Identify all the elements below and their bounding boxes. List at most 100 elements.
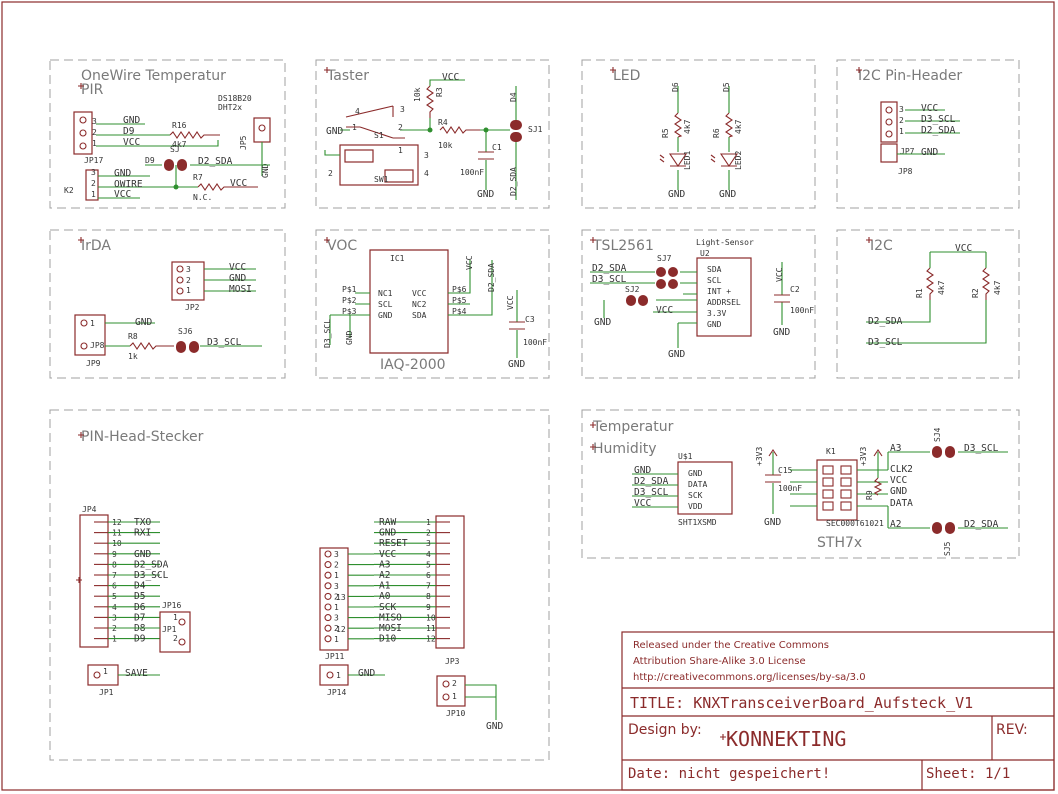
jp3-net-label: MOSI: [379, 623, 402, 634]
svg-text:SJ1: SJ1: [528, 125, 543, 134]
svg-text:10k: 10k: [438, 141, 453, 150]
svg-text:DATA: DATA: [688, 480, 707, 489]
svg-text:3: 3: [91, 168, 96, 177]
title-block: Released under the Creative Commons Attr…: [621, 631, 1055, 791]
jp11-pad: [324, 561, 332, 569]
svg-text:N.C.: N.C.: [193, 193, 212, 202]
svg-text:VCC: VCC: [229, 262, 246, 273]
svg-text:VCC: VCC: [412, 289, 427, 298]
svg-text:D9: D9: [123, 126, 135, 137]
svg-text:SCL: SCL: [378, 300, 393, 309]
svg-text:GND: GND: [921, 147, 938, 158]
svg-text:+3V3: +3V3: [859, 447, 868, 466]
drawing-title: TITLE: KNXTransceiverBoard_Aufsteck_V1: [630, 694, 973, 712]
irda-circuit: 3 2 1 VCC GND MOSI JP2 1 JP8 GND R8 1k S…: [74, 261, 262, 368]
svg-text:NC1: NC1: [378, 289, 393, 298]
svg-text:P$5: P$5: [452, 296, 467, 305]
svg-text:D2_SDA: D2_SDA: [198, 156, 233, 167]
license-line-1: Released under the Creative Commons: [633, 640, 829, 651]
jp9-connector: [74, 314, 106, 356]
jp4-net-label: GND: [134, 549, 151, 560]
svg-text:C2: C2: [790, 285, 800, 294]
jp3-pin-number: 10: [426, 613, 436, 622]
svg-text:GND: GND: [764, 517, 781, 528]
svg-text:3: 3: [424, 151, 429, 160]
svg-text:3: 3: [899, 105, 904, 114]
svg-text:GND: GND: [594, 317, 611, 328]
svg-text:D6: D6: [671, 82, 680, 92]
svg-text:D3_SCL: D3_SCL: [921, 114, 956, 125]
jp11-pad: [324, 571, 332, 579]
svg-text:4: 4: [355, 107, 360, 116]
svg-text:1: 1: [452, 692, 457, 701]
svg-text:1: 1: [186, 286, 191, 295]
svg-text:VCC: VCC: [114, 189, 131, 200]
voc-circuit: IC1 NC1 SCL GND VCC NC2 SDA P$1 P$2 P$3 …: [323, 249, 547, 370]
svg-text:SDA: SDA: [707, 265, 722, 274]
svg-text:NC2: NC2: [412, 300, 427, 309]
svg-text:1: 1: [336, 671, 341, 680]
k1-pad: [822, 477, 834, 487]
jp3-pin-number: 1: [426, 518, 431, 527]
svg-text:13: 13: [336, 593, 346, 602]
svg-text:VCC: VCC: [123, 137, 140, 148]
design-by-label: Design by:: [628, 722, 702, 738]
svg-text:SDA: SDA: [412, 311, 427, 320]
section-taster-box: [315, 59, 550, 209]
jp5-connector: [253, 117, 271, 143]
jp4-net-label: D5: [134, 591, 145, 602]
jp11-pad: [324, 624, 332, 632]
jp4-net-label: D3_SCL: [134, 570, 169, 581]
svg-text:VCC: VCC: [656, 305, 673, 316]
svg-text:1: 1: [92, 139, 97, 148]
jp11-pad: [324, 614, 332, 622]
svg-text:JP5: JP5: [239, 135, 248, 150]
svg-text:P$6: P$6: [452, 285, 467, 294]
section-pinhead-box: [49, 409, 550, 761]
jp3-net-label: MISO: [379, 612, 402, 623]
section-title-onewire: OneWire Temperatur: [81, 68, 226, 84]
svg-text:D2_SDA: D2_SDA: [868, 316, 903, 327]
svg-text:JP10: JP10: [446, 709, 465, 718]
section-title-humidity: Humidity: [593, 441, 656, 457]
svg-text:JP3: JP3: [445, 657, 460, 666]
svg-text:4k7: 4k7: [993, 280, 1002, 295]
svg-text:GND: GND: [508, 359, 525, 370]
svg-text:P$1: P$1: [342, 285, 357, 294]
svg-text:D2_SDA: D2_SDA: [634, 476, 669, 487]
jp3-pin-number: 6: [426, 571, 431, 580]
k1-connector: [816, 459, 858, 521]
svg-text:SCL: SCL: [707, 276, 722, 285]
jp3-net-label: GND: [379, 528, 396, 539]
svg-text:SJ2: SJ2: [625, 285, 640, 294]
svg-text:CLK2: CLK2: [890, 464, 913, 475]
jp11-pin-number: 1: [334, 571, 339, 580]
svg-text:JP2: JP2: [185, 303, 200, 312]
section-title-tsl: TSL2561: [592, 238, 654, 254]
date-field: Date: nicht gespeichert!: [628, 766, 830, 782]
svg-text:R3: R3: [435, 87, 444, 97]
svg-text:12: 12: [336, 625, 346, 634]
svg-text:R2: R2: [971, 288, 980, 298]
svg-text:R6: R6: [712, 128, 721, 138]
svg-text:GND: GND: [345, 330, 354, 345]
jp3-net-label: SCK: [379, 602, 396, 613]
jp11-pad: [324, 603, 332, 611]
svg-text:SJ: SJ: [170, 145, 180, 154]
section-title-iaq: IAQ-2000: [380, 357, 446, 373]
jp3-pin-number: 7: [426, 582, 431, 591]
jp4-net-label: D7: [134, 612, 145, 623]
svg-text:D3_SCL: D3_SCL: [634, 487, 669, 498]
svg-text:10k: 10k: [413, 87, 422, 102]
svg-text:3: 3: [186, 265, 191, 274]
svg-text:IC1: IC1: [390, 254, 405, 263]
svg-text:GND: GND: [123, 115, 140, 126]
svg-text:GND: GND: [229, 273, 246, 284]
svg-text:P$3: P$3: [342, 307, 357, 316]
svg-text:2: 2: [328, 169, 333, 178]
svg-text:GND: GND: [486, 721, 503, 732]
svg-text:D3_SCL: D3_SCL: [592, 274, 627, 285]
k1-pad: [840, 501, 852, 511]
